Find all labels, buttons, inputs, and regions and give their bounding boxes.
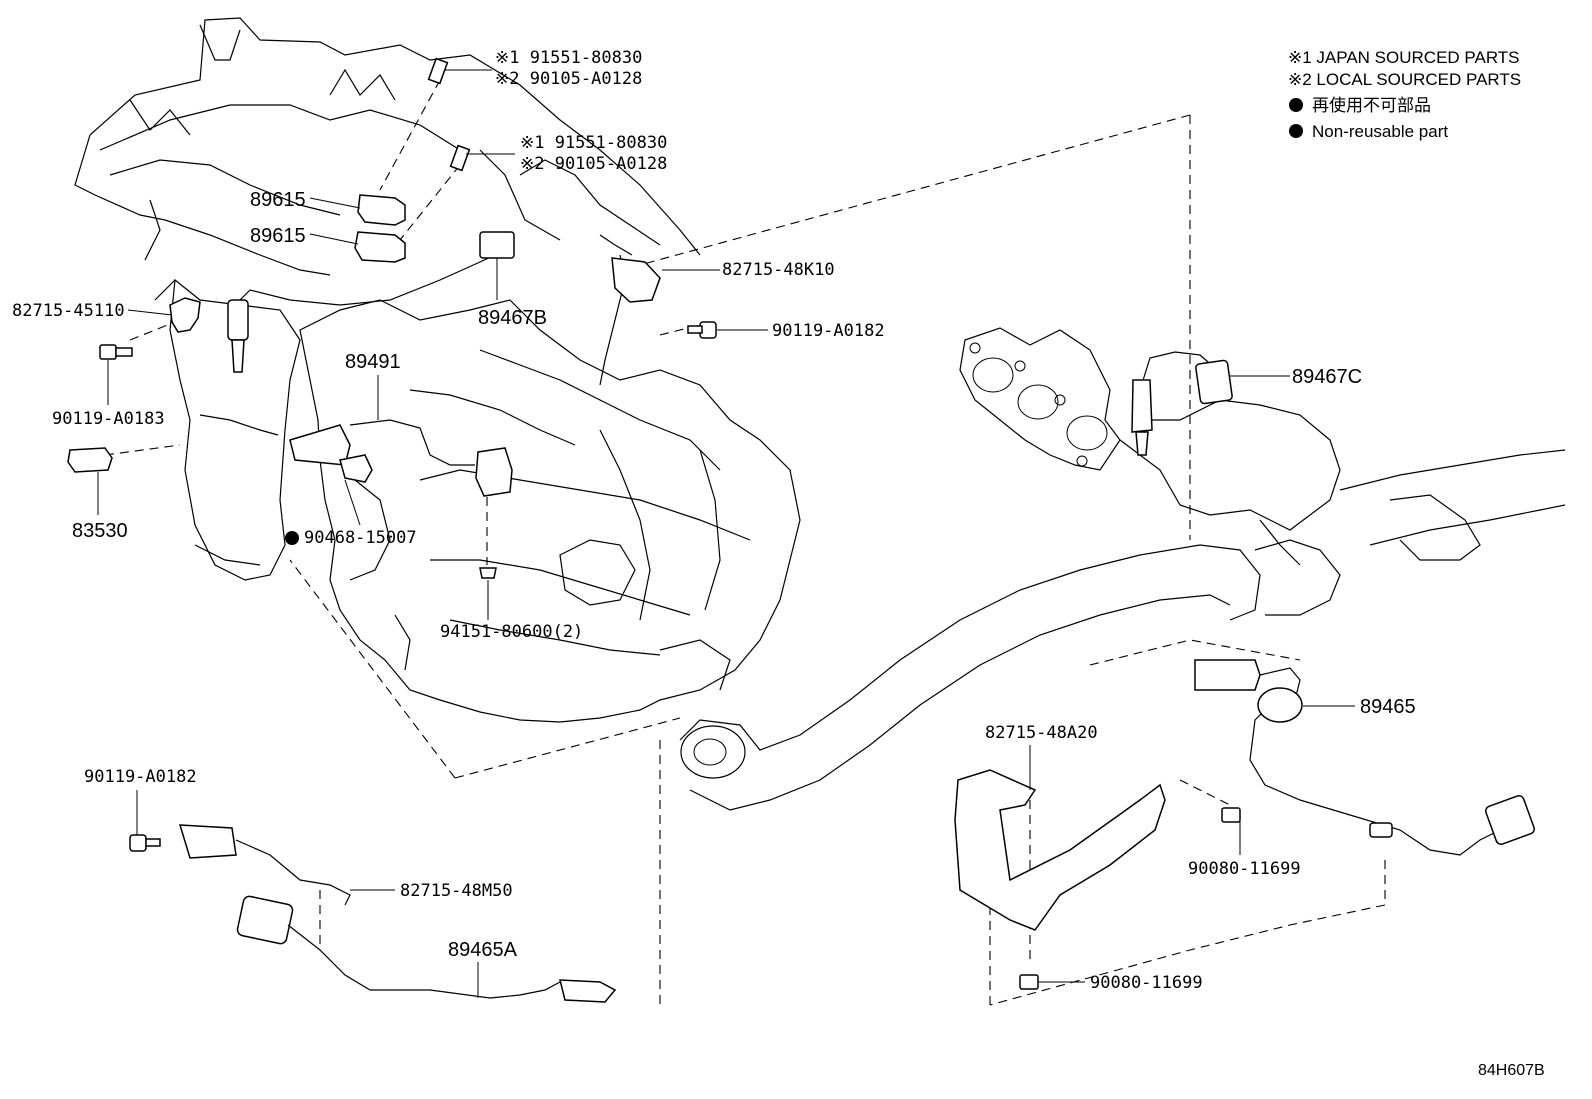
label-bolt-a0182-bottom: 90119-A0182 <box>84 767 197 787</box>
bolt-icon <box>99 344 133 360</box>
exhaust-pipe-illustration <box>679 539 1341 811</box>
label-bracket-48k10: 82715-48K10 <box>722 260 835 280</box>
o2-sensor-icon <box>236 895 617 1003</box>
label-o2-sensor-a: 89465A <box>448 939 518 961</box>
label-bolt-11699-a: 90080-11699 <box>1188 859 1301 879</box>
label-knock-sensor-1: 89615 <box>250 189 306 211</box>
speed-sensor-icon <box>289 419 513 497</box>
clamp-icon <box>169 297 201 333</box>
legend-non-reusable-en: Non-reusable part <box>1312 122 1448 141</box>
bracket-icon <box>611 257 661 303</box>
part-labels: ※1 91551-80830 ※2 90105-A0128 ※1 91551-8… <box>12 48 1416 993</box>
label-bolt-top-a-2: ※2 90105-A0128 <box>495 69 642 89</box>
legend-non-reusable-jp: 再使用不可部品 <box>1312 95 1431 115</box>
label-ring: 94151-80600(2) <box>440 622 583 642</box>
label-o2-sensor-89465: 89465 <box>1360 696 1416 718</box>
label-bolt-a0182-top: 90119-A0182 <box>772 321 885 341</box>
label-o2-sensor-b: 89467B <box>478 307 547 329</box>
label-speed-sensor: 89491 <box>345 351 401 373</box>
label-bolt-top-b-1: ※1 91551-80830 <box>520 133 667 153</box>
label-oil-pressure-switch: 83530 <box>72 520 128 542</box>
knock-sensor-icon <box>354 194 406 263</box>
non-reusable-dot-icon <box>1289 124 1303 138</box>
label-bolt-a0183: 90119-A0183 <box>52 409 165 429</box>
legend-japan-sourced: ※1 JAPAN SOURCED PARTS <box>1288 48 1520 67</box>
legend-local-sourced: ※2 LOCAL SOURCED PARTS <box>1288 70 1521 89</box>
o2-sensor-icon <box>1131 351 1233 456</box>
ring-icon <box>479 567 497 579</box>
label-knock-sensor-2: 89615 <box>250 225 306 247</box>
non-reusable-marker <box>285 531 299 545</box>
label-gasket: 90468-15007 <box>304 528 417 548</box>
part-shapes <box>67 57 1535 1003</box>
bolt-icon <box>129 834 161 852</box>
label-o2-sensor-c: 89467C <box>1292 366 1362 388</box>
clamp-wire <box>235 839 351 906</box>
illustration-code: 84H607B <box>1478 1062 1545 1079</box>
label-bolt-top-a-1: ※1 91551-80830 <box>495 48 642 68</box>
leader-lines <box>97 69 1355 998</box>
bracket-icon <box>954 769 1166 931</box>
label-bolt-top-b-2: ※2 90105-A0128 <box>520 154 667 174</box>
label-clamp-48m50: 82715-48M50 <box>400 881 513 901</box>
non-reusable-dot-icon <box>1289 98 1303 112</box>
exhaust-manifold-illustration <box>959 327 1566 566</box>
label-bolt-11699-b: 90080-11699 <box>1090 973 1203 993</box>
bolt-icon <box>1019 807 1241 990</box>
gasket-icon <box>339 454 373 483</box>
clamp-icon <box>178 824 237 859</box>
legend: ※1 JAPAN SOURCED PARTS ※2 LOCAL SOURCED … <box>1288 48 1521 141</box>
bolt-icon <box>427 57 471 172</box>
label-clamp-45110: 82715-45110 <box>12 301 125 321</box>
switch-icon <box>67 447 113 473</box>
engine-illustration <box>74 17 801 723</box>
label-bracket-48a20: 82715-48A20 <box>985 723 1098 743</box>
o2-sensor-icon <box>1194 659 1535 856</box>
bolt-icon <box>687 321 717 339</box>
